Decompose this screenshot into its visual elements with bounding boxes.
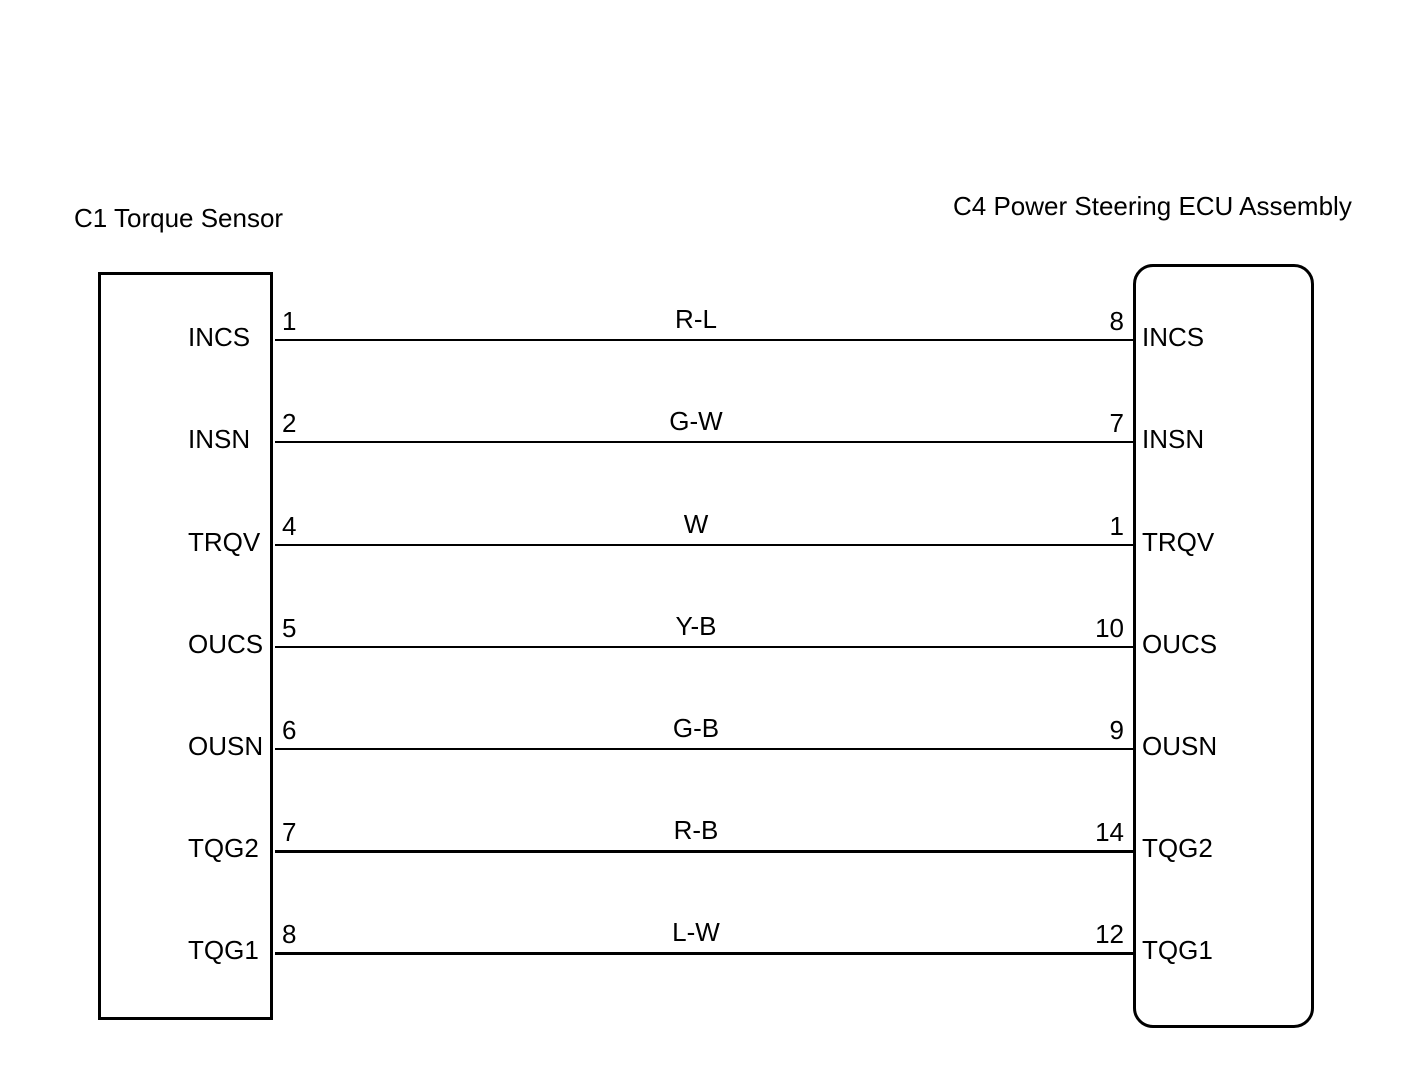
wire-line bbox=[275, 339, 1134, 341]
left-pin-number: 5 bbox=[282, 613, 297, 643]
wire-line bbox=[275, 544, 1134, 546]
left-pin-number: 8 bbox=[282, 919, 297, 949]
right-pin-number: 7 bbox=[1109, 408, 1124, 438]
wire-line bbox=[275, 952, 1134, 955]
wire-color-label: G-W bbox=[669, 406, 723, 436]
right-pin-number: 12 bbox=[1095, 919, 1124, 949]
right-signal-label: OUCS bbox=[1142, 629, 1218, 659]
wire-line bbox=[275, 441, 1134, 443]
right-signal-label: OUSN bbox=[1142, 731, 1218, 761]
torque-sensor-connector-box bbox=[98, 272, 273, 1020]
left-signal-label: OUCS bbox=[188, 629, 264, 659]
left-pin-number: 4 bbox=[282, 511, 297, 541]
wire-color-label: R-L bbox=[675, 304, 717, 334]
left-pin-number: 7 bbox=[282, 817, 297, 847]
right-signal-label: INSN bbox=[1142, 424, 1205, 454]
right-signal-label: TQG2 bbox=[1142, 833, 1213, 863]
left-signal-label: INCS bbox=[188, 322, 251, 352]
left-signal-label: INSN bbox=[188, 424, 251, 454]
right-signal-label: TRQV bbox=[1142, 527, 1215, 557]
right-signal-label: INCS bbox=[1142, 322, 1205, 352]
wire-color-label: G-B bbox=[672, 713, 720, 743]
left-signal-label: TRQV bbox=[188, 527, 261, 557]
left-signal-label: TQG1 bbox=[188, 935, 259, 965]
wire-color-label: Y-B bbox=[675, 611, 717, 641]
right-signal-label: TQG1 bbox=[1142, 935, 1213, 965]
power-steering-ecu-connector-box bbox=[1133, 264, 1314, 1028]
right-pin-number: 1 bbox=[1109, 511, 1124, 541]
wire-color-label: L-W bbox=[672, 917, 720, 947]
left-pin-number: 6 bbox=[282, 715, 297, 745]
wire-color-label: W bbox=[683, 509, 709, 539]
right-pin-number: 8 bbox=[1109, 306, 1124, 336]
left-signal-label: OUSN bbox=[188, 731, 264, 761]
left-pin-number: 1 bbox=[282, 306, 297, 336]
left-signal-label: TQG2 bbox=[188, 833, 259, 863]
right-pin-number: 9 bbox=[1109, 715, 1124, 745]
right-pin-number: 10 bbox=[1095, 613, 1124, 643]
wire-line bbox=[275, 850, 1134, 853]
wire-line bbox=[275, 748, 1134, 750]
left-connector-title: C1 Torque Sensor bbox=[74, 203, 284, 233]
right-connector-title: C4 Power Steering ECU Assembly bbox=[953, 191, 1352, 221]
right-pin-number: 14 bbox=[1095, 817, 1124, 847]
wire-line bbox=[275, 646, 1134, 648]
wire-color-label: R-B bbox=[673, 815, 719, 845]
left-pin-number: 2 bbox=[282, 408, 297, 438]
